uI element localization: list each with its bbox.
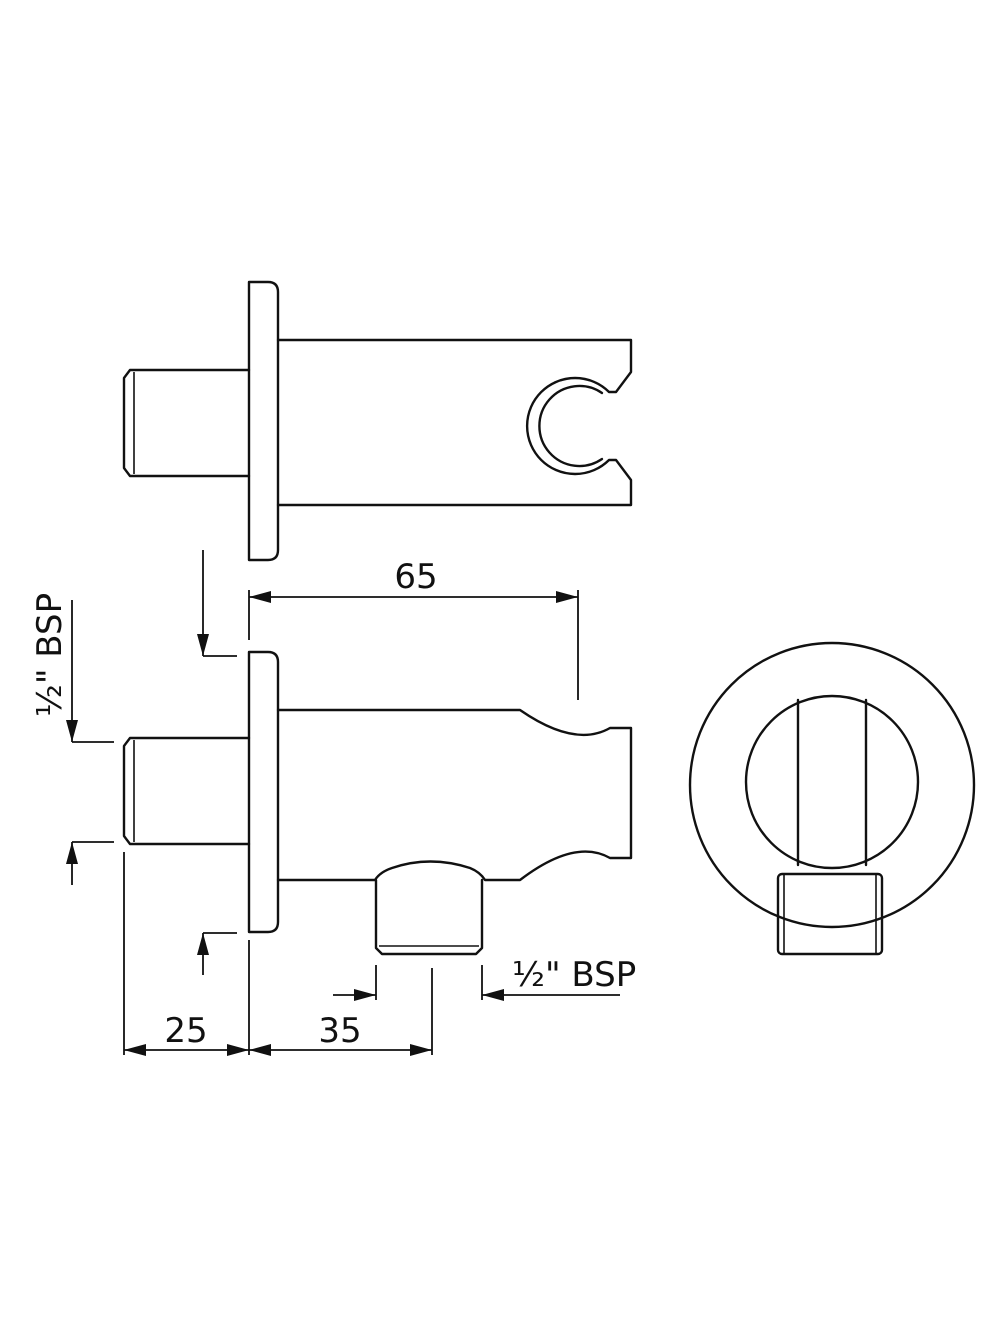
- dim-65: [249, 591, 578, 603]
- dimension-lines: [66, 550, 620, 1056]
- dim-35: [249, 1044, 432, 1056]
- dim-25-label: 25: [164, 1011, 207, 1051]
- side-view: [122, 650, 633, 956]
- outlet-thread-leaders: [333, 965, 620, 1001]
- top-holder-body: [276, 338, 633, 507]
- top-inlet-stub: [122, 368, 251, 478]
- side-outlet-nipple: [374, 878, 484, 956]
- side-wall-flange: [247, 650, 280, 934]
- dim-35-label: 35: [318, 1011, 361, 1051]
- flange-leaders: [197, 550, 237, 975]
- inlet-thread-leaders: [66, 600, 114, 885]
- side-holder-body: [276, 708, 633, 882]
- front-view: [688, 641, 976, 956]
- outlet-thread-label: ½" BSP: [512, 955, 636, 995]
- side-inlet-stub: [122, 736, 251, 846]
- front-outlet-nipple: [776, 872, 884, 956]
- top-wall-flange: [247, 280, 280, 562]
- front-outer-ring: [688, 641, 976, 929]
- dim-25: [124, 1044, 249, 1056]
- top-cradle-inner: [538, 384, 604, 468]
- top-view: [122, 280, 633, 562]
- inlet-thread-label: ½" BSP: [30, 593, 70, 717]
- dim-65-label: 65: [394, 557, 437, 597]
- front-inner-boss: [744, 694, 920, 870]
